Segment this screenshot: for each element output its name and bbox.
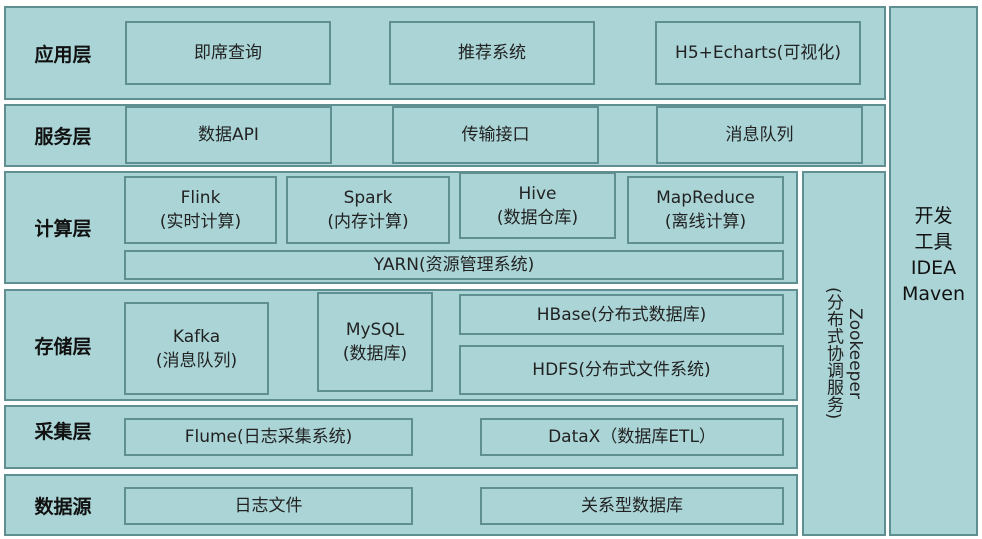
h5-echarts-text: H5+Echarts(可视化) [675, 43, 841, 63]
datax-text: DataX（数据库ETL） [548, 427, 716, 447]
collection-layer-label: 采集层 [34, 420, 92, 443]
mapreduce-box: MapReduce (离线计算) [627, 176, 784, 244]
spark-desc: (内存计算) [327, 212, 409, 232]
adhoc-query-text: 即席查询 [194, 43, 262, 63]
relational-db-text: 关系型数据库 [581, 496, 683, 516]
data-api-box: 数据API [125, 106, 332, 164]
flume-box: Flume(日志采集系统) [124, 418, 413, 456]
mapreduce-title: MapReduce [656, 188, 755, 208]
log-files-box: 日志文件 [124, 487, 413, 525]
adhoc-query-box: 即席查询 [125, 21, 331, 85]
flink-desc: (实时计算) [159, 212, 242, 232]
zookeeper-text: Zookeeper (分布式协调服务) [822, 287, 866, 419]
spark-box: Spark (内存计算) [286, 176, 450, 244]
recommendation-system-box: 推荐系统 [389, 21, 595, 85]
message-queue-service-text: 消息队列 [725, 125, 794, 145]
kafka-box: Kafka (消息队列) [124, 302, 269, 395]
kafka-title: Kafka [172, 326, 221, 347]
datax-box: DataX（数据库ETL） [480, 418, 784, 456]
dev-tools-line-1: 开发 [914, 205, 953, 227]
flink-title: Flink [180, 188, 221, 208]
hdfs-box: HDFS(分布式文件系统) [459, 345, 784, 395]
message-queue-service-box: 消息队列 [656, 106, 863, 164]
mapreduce-desc: (离线计算) [664, 212, 747, 232]
dev-tools-text-block: 开发 工具 IDEA Maven [889, 195, 978, 315]
hbase-box: HBase(分布式数据库) [459, 294, 784, 335]
log-files-text: 日志文件 [234, 496, 303, 516]
mysql-box: MySQL (数据库) [317, 292, 433, 392]
mysql-title: MySQL [345, 320, 405, 340]
yarn-box: YARN(资源管理系统) [124, 250, 784, 280]
relational-db-box: 关系型数据库 [480, 487, 784, 525]
data-source-layer-label: 数据源 [34, 495, 92, 518]
compute-layer-label: 计算层 [34, 218, 92, 240]
service-layer-label: 服务层 [34, 126, 92, 148]
kafka-desc: (消息队列) [155, 350, 238, 371]
flume-text: Flume(日志采集系统) [184, 427, 353, 447]
transfer-interface-text: 传输接口 [461, 125, 530, 145]
zookeeper-box: Zookeeper (分布式协调服务) [802, 171, 886, 536]
application-layer-label: 应用层 [34, 43, 92, 66]
storage-layer-label: 存储层 [34, 335, 92, 358]
transfer-interface-box: 传输接口 [392, 106, 599, 164]
dev-tools-maven: Maven [901, 283, 965, 305]
zookeeper-title: Zookeeper [845, 308, 865, 399]
yarn-text: YARN(资源管理系统) [373, 255, 535, 275]
dev-tools-line-2: 工具 [914, 231, 953, 253]
data-api-text: 数据API [198, 125, 259, 145]
hive-title: Hive [518, 183, 557, 204]
hbase-text: HBase(分布式数据库) [536, 304, 707, 325]
dev-tools-idea: IDEA [910, 257, 957, 279]
dev-tools-panel [889, 6, 978, 536]
hive-desc: (数据仓库) [496, 207, 579, 228]
hdfs-text: HDFS(分布式文件系统) [532, 360, 711, 380]
zookeeper-desc: (分布式协调服务) [823, 287, 843, 420]
mysql-desc: (数据库) [342, 344, 408, 364]
hive-box: Hive (数据仓库) [459, 172, 616, 239]
recommendation-system-text: 推荐系统 [458, 43, 526, 63]
flink-box: Flink (实时计算) [124, 176, 277, 244]
spark-title: Spark [343, 188, 393, 208]
h5-echarts-box: H5+Echarts(可视化) [655, 21, 861, 85]
